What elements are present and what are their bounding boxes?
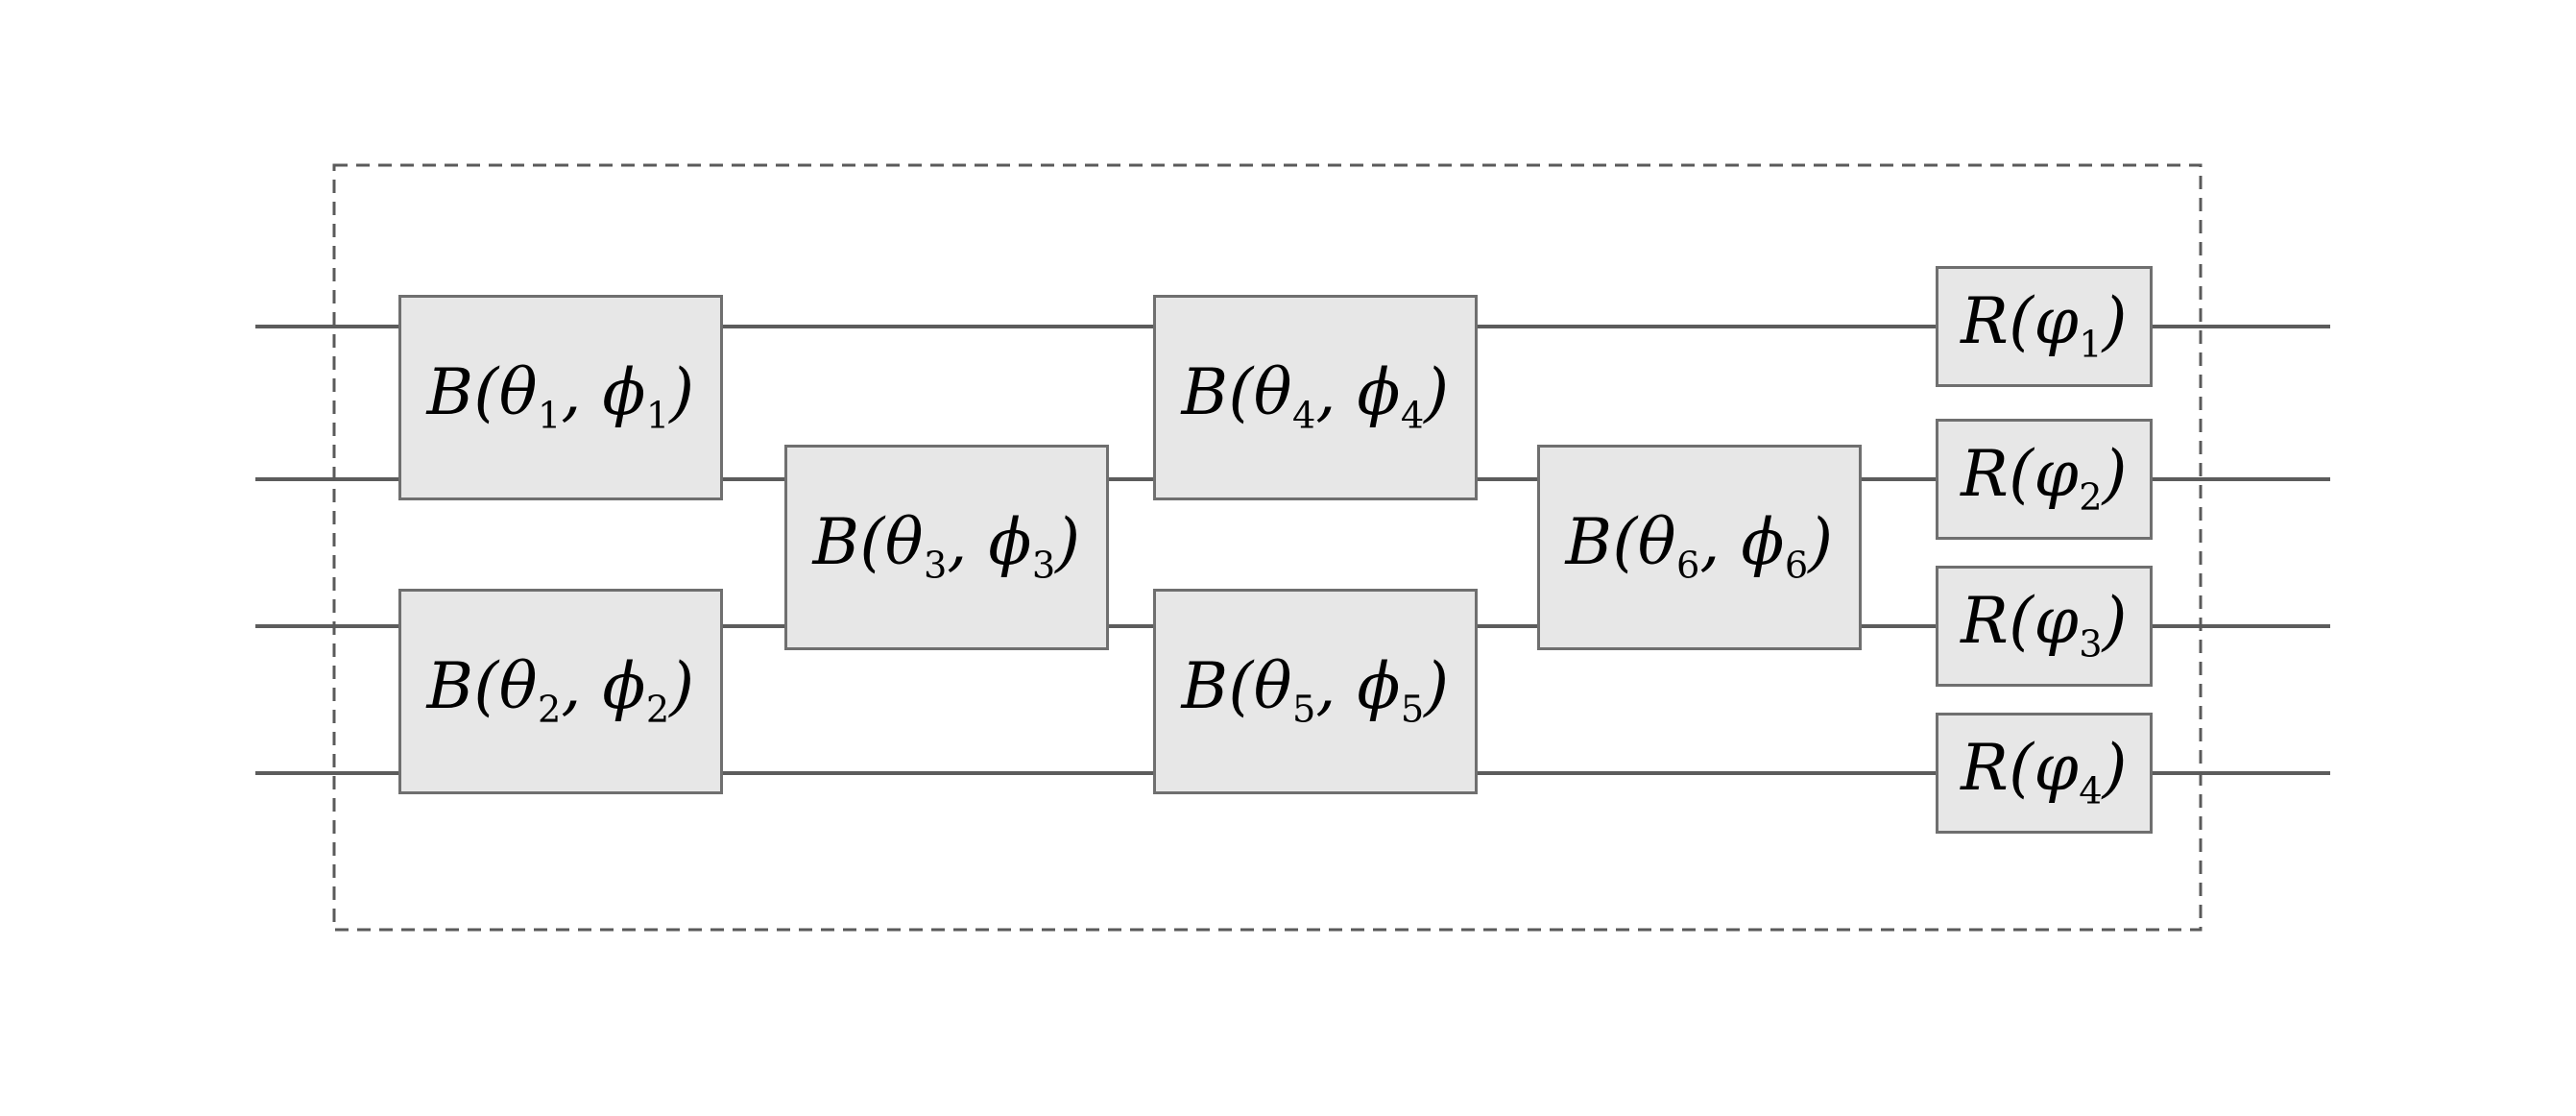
gate-beamsplitter-4-label: B(θ4, ϕ4) — [1181, 354, 1450, 438]
gate-beamsplitter-3: B(θ3, ϕ3) — [784, 445, 1109, 650]
gate-phase-rotation-1: R(φ1) — [1936, 266, 2153, 387]
gate-beamsplitter-1-label: B(θ1, ϕ1) — [426, 354, 695, 438]
gate-beamsplitter-2: B(θ2, ϕ2) — [398, 589, 723, 794]
gate-beamsplitter-3-label: B(θ3, ϕ3) — [812, 504, 1081, 588]
gate-phase-rotation-4: R(φ4) — [1936, 713, 2153, 834]
gate-phase-rotation-3: R(φ3) — [1936, 566, 2153, 687]
gate-beamsplitter-6: B(θ6, ϕ6) — [1537, 445, 1862, 650]
gate-phase-rotation-4-label: R(φ4) — [1961, 730, 2128, 813]
gate-beamsplitter-5-label: B(θ5, ϕ5) — [1181, 648, 1450, 732]
gate-phase-rotation-2-label: R(φ2) — [1961, 436, 2128, 520]
gate-beamsplitter-4: B(θ4, ϕ4) — [1153, 295, 1478, 500]
dashed-boundary-box — [332, 163, 2203, 932]
gate-beamsplitter-1: B(θ1, ϕ1) — [398, 295, 723, 500]
gate-phase-rotation-2: R(φ2) — [1936, 419, 2153, 540]
gate-phase-rotation-3-label: R(φ3) — [1961, 583, 2128, 667]
gate-phase-rotation-1-label: R(φ1) — [1961, 283, 2128, 367]
gate-beamsplitter-6-label: B(θ6, ϕ6) — [1565, 504, 1834, 588]
gate-beamsplitter-5: B(θ5, ϕ5) — [1153, 589, 1478, 794]
gate-beamsplitter-2-label: B(θ2, ϕ2) — [426, 648, 695, 732]
